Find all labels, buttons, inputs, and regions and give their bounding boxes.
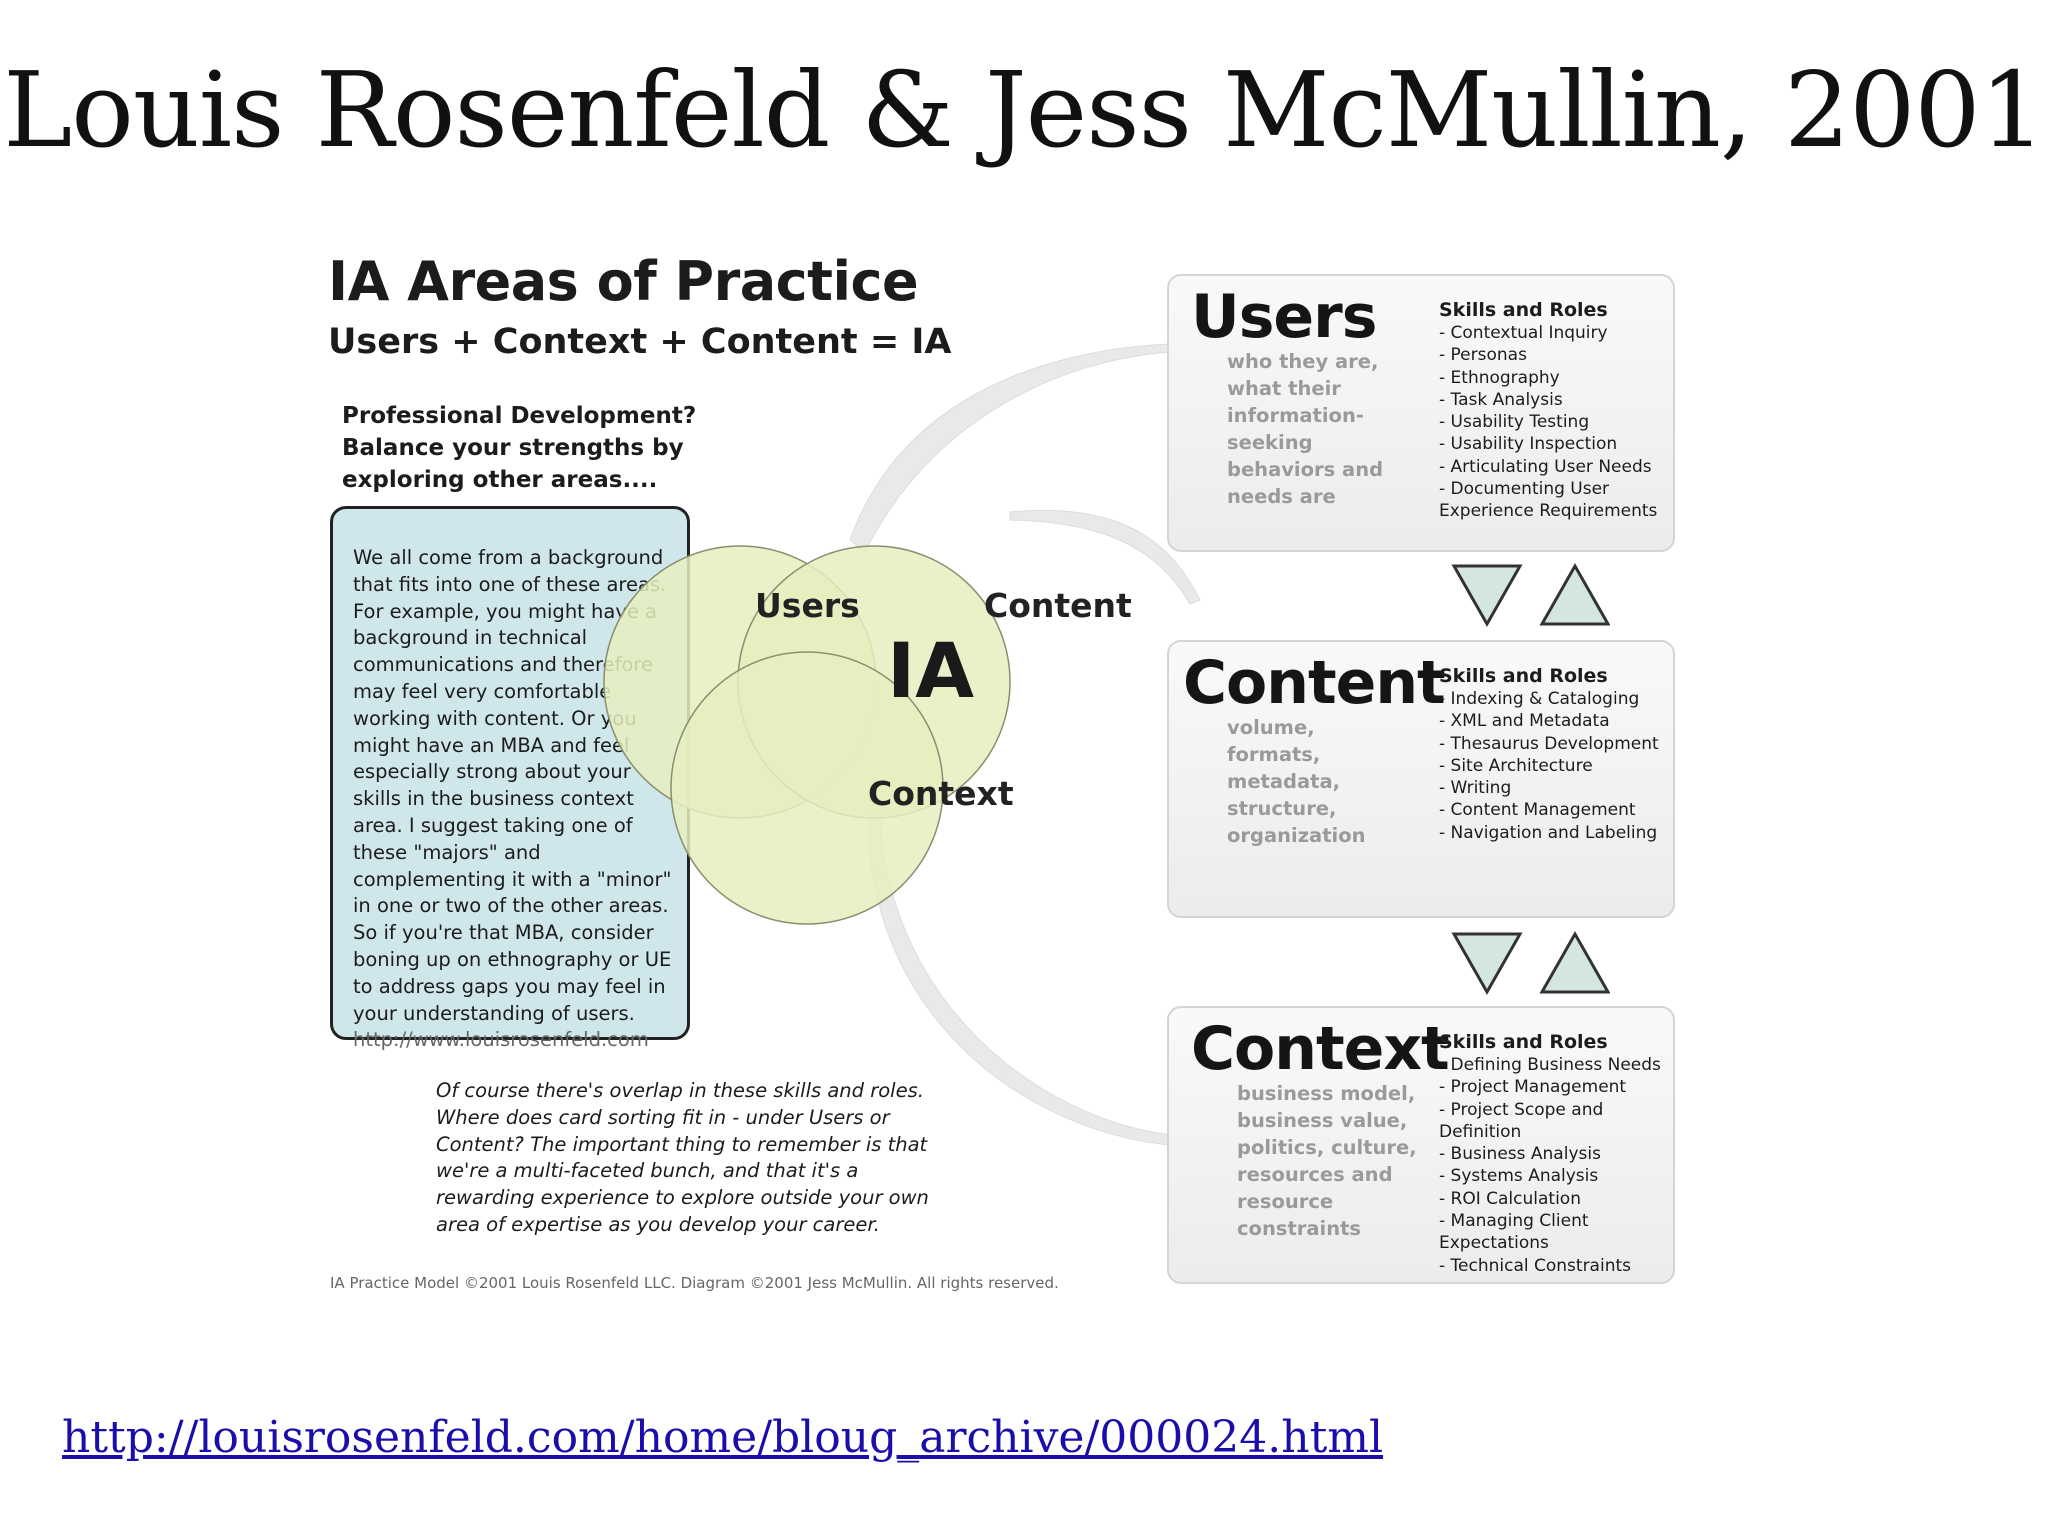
skill-item: - Usability Inspection <box>1439 434 1618 455</box>
diagram-subtitle: Users + Context + Content = IA <box>328 322 952 362</box>
skill-item: - Task Analysis <box>1439 389 1563 410</box>
venn-diagram <box>603 545 1011 925</box>
pd-text: We all come from a background that fits … <box>353 546 672 1025</box>
overlap-note: Of course there's overlap in these skill… <box>436 1079 929 1236</box>
arrow-pair-content-context <box>1451 930 1610 996</box>
skill-item: - Personas <box>1439 345 1527 366</box>
venn-label-users: Users <box>755 586 860 625</box>
area-card-users: Users who they are, what their informati… <box>1167 274 1675 552</box>
skills-heading: Skills and Roles <box>1439 1031 1608 1053</box>
ia-diagram: IA Areas of Practice Users + Context + C… <box>320 240 1680 1320</box>
slide-title: Louis Rosenfeld & Jess McMullin, 2001 <box>3 49 2046 171</box>
skill-item: - Managing Client Expectations <box>1439 1211 1589 1254</box>
skill-item: - Navigation and Labeling <box>1439 822 1658 843</box>
venn-circle-context <box>670 651 944 925</box>
skill-item: - Defining Business Needs <box>1439 1055 1661 1075</box>
area-name-content: Content <box>1183 648 1446 718</box>
area-name-users: Users <box>1191 282 1377 352</box>
swoosh-content <box>1009 509 1201 605</box>
skills-list-users: Skills and Roles - Contextual Inquiry - … <box>1439 298 1671 523</box>
pd-box: We all come from a background that fits … <box>330 506 690 1051</box>
skill-item: - XML and Metadata <box>1439 711 1610 732</box>
skills-heading: Skills and Roles <box>1439 665 1608 687</box>
skill-item: - Contextual Inquiry <box>1439 323 1608 343</box>
skill-item: - Content Management <box>1439 800 1636 821</box>
skill-item: - Technical Constraints <box>1439 1255 1631 1276</box>
arrow-down-icon <box>1451 564 1523 628</box>
skill-item: - Ethnography <box>1439 367 1560 388</box>
area-desc-context: business model, business value, politics… <box>1237 1082 1417 1240</box>
venn-label-context: Context <box>868 774 1014 813</box>
area-desc-users: who they are, what their information-see… <box>1227 350 1384 508</box>
skill-item: - ROI Calculation <box>1439 1188 1581 1209</box>
area-name-context: Context <box>1191 1014 1450 1084</box>
source-url-link[interactable]: http://louisrosenfeld.com/home/bloug_arc… <box>62 1412 1384 1463</box>
arrow-up-icon <box>1539 562 1610 626</box>
skills-list-context: Skills and Roles - Defining Business Nee… <box>1439 1030 1671 1277</box>
skill-item: - Indexing & Cataloging <box>1439 689 1640 709</box>
skill-item: - Usability Testing <box>1439 412 1590 433</box>
skills-list-content: Skills and Roles - Indexing & Cataloging… <box>1439 664 1671 844</box>
skill-item: - Business Analysis <box>1439 1144 1601 1165</box>
skill-item: - Writing <box>1439 778 1512 799</box>
arrow-up-icon <box>1539 930 1610 994</box>
skill-item: - Systems Analysis <box>1439 1166 1599 1187</box>
diagram-title: IA Areas of Practice <box>328 250 919 313</box>
area-desc-content: volume, formats, metadata, structure, or… <box>1227 716 1366 847</box>
area-card-content: Content volume, formats, metadata, struc… <box>1167 640 1675 918</box>
skill-item: - Documenting User Experience Requiremen… <box>1439 479 1658 522</box>
arrow-down-icon <box>1451 932 1523 996</box>
skill-item: - Articulating User Needs <box>1439 456 1652 477</box>
skill-item: - Project Scope and Definition <box>1439 1099 1604 1142</box>
skill-item: - Thesaurus Development <box>1439 733 1659 754</box>
area-card-context: Context business model, business value, … <box>1167 1006 1675 1284</box>
pd-link: http://www.louisrosenfeld.com <box>353 1028 649 1052</box>
copyright-line: IA Practice Model ©2001 Louis Rosenfeld … <box>330 1274 1059 1292</box>
venn-label-content: Content <box>984 586 1132 625</box>
skill-item: - Site Architecture <box>1439 755 1593 776</box>
skills-heading: Skills and Roles <box>1439 299 1608 321</box>
skill-item: - Project Management <box>1439 1077 1627 1098</box>
venn-center-ia: IA <box>887 626 975 715</box>
arrow-pair-users-content <box>1451 562 1610 628</box>
pd-heading: Professional Development? Balance your s… <box>342 403 697 493</box>
